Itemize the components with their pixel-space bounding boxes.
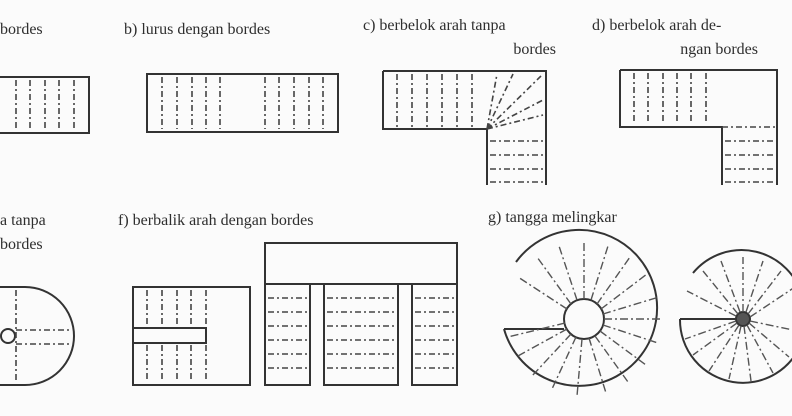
stair-g-spiral-large [503, 228, 662, 397]
stair-b-straight-with-landing [146, 73, 339, 133]
panel-c-label-line1: c) berbelok arah tanpa [363, 17, 506, 34]
stair-e-reversing-winder [0, 286, 75, 386]
stair-g-spiral-small [678, 249, 792, 384]
stair-a-straight [0, 76, 90, 134]
stair-f-reversing-with-landing [132, 242, 458, 386]
panel-a-label: bordes [0, 21, 43, 38]
panel-e-label-line2: bordes [0, 236, 43, 253]
panel-b-label: b) lurus dengan bordes [124, 21, 271, 38]
panel-g-label: g) tangga melingkar [488, 209, 617, 226]
panel-f-label: f) berbalik arah dengan bordes [118, 212, 314, 229]
panel-d-label-line1: d) berbelok arah de- [592, 17, 722, 34]
stair-c-turning-winder [382, 70, 547, 185]
stair-d-turning-with-landing [619, 69, 778, 185]
panel-e-label-line1: a tanpa [0, 212, 46, 229]
panel-c-label-line2: bordes [513, 41, 556, 58]
panel-d-label-line2: ngan bordes [680, 41, 758, 58]
